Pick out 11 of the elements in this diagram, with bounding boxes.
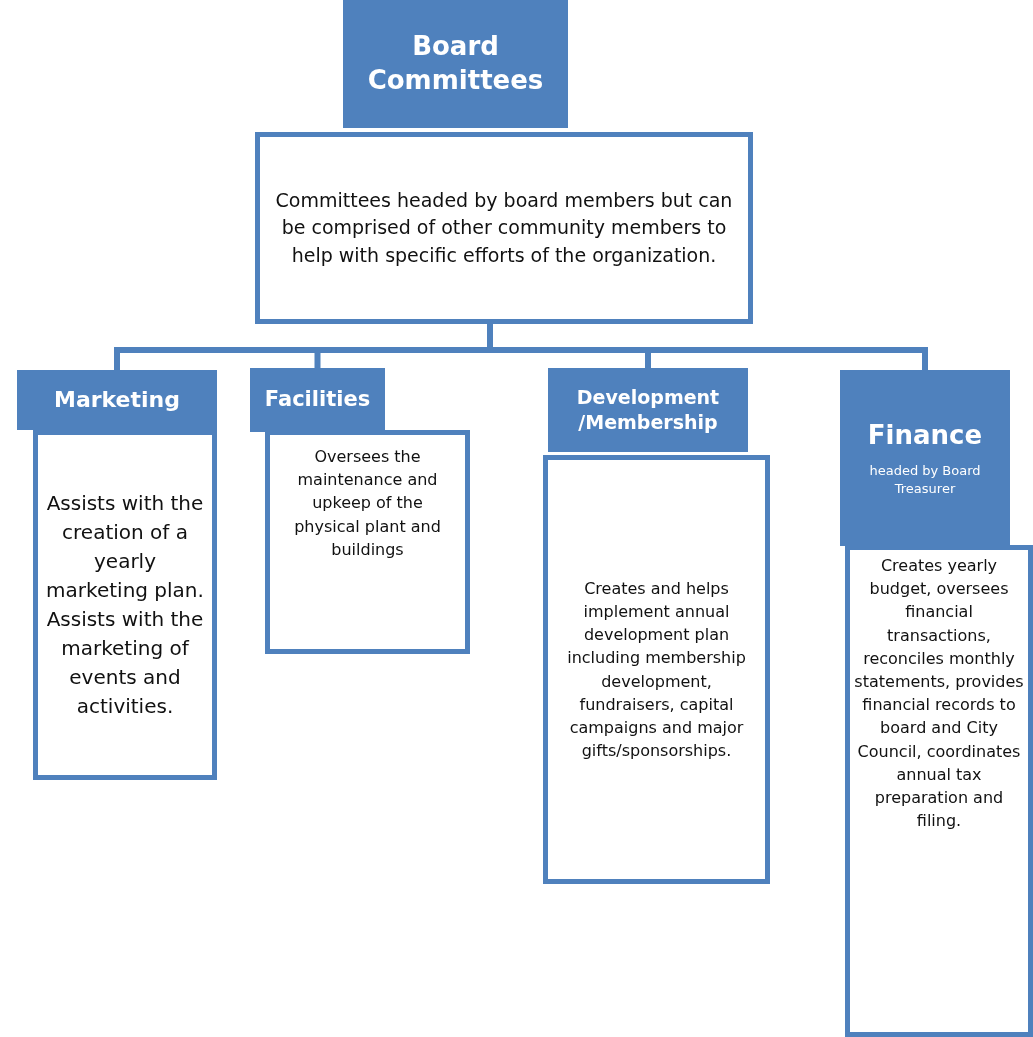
committee-title: Facilities [264, 386, 371, 414]
description-text: Creates yearly budget, oversees financial transactions, reconciles monthly statements, provides financial records to board and City Council, coordinates annual tax preparation and filing. [854, 555, 1024, 833]
committee-title: Finance [867, 418, 983, 452]
committee-title: Board Committees [366, 30, 545, 97]
committee-title: Development /Membership [575, 385, 721, 435]
committee-title: Marketing [54, 385, 180, 414]
description-text: Creates and helps implement annual development plan including membership development, fundraisers, capital campaigns and major gifts/sponsorships. [566, 577, 747, 763]
committee-subtitle: headed by Board Treasurer [868, 462, 982, 498]
description-text: Assists with the creation of a yearly marketing plan. Assists with the marketing of events and activities. [46, 490, 204, 720]
description-text: Oversees the maintenance and upkeep of the physical plant and buildings [293, 446, 442, 561]
description-text: Committees headed by board members but can be comprised of other community members to help with specific efforts of the organization. [274, 187, 734, 268]
